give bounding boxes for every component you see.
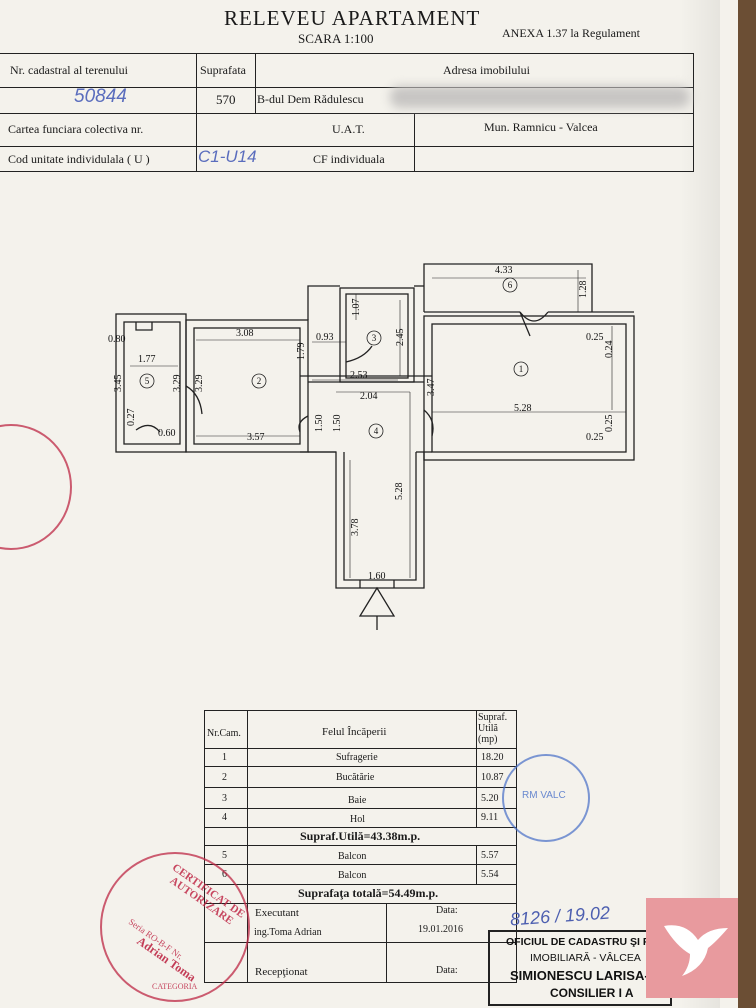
grand-total-area: Suprafaţa totală=54.49m.p.	[298, 886, 439, 900]
office-stamp-line1: OFICIUL DE CADASTRU ŞI PUB	[506, 936, 666, 948]
room-number-4: 4	[374, 426, 379, 436]
blue-stamp-text: RM VALC	[522, 790, 566, 801]
balcony5-area: 5.57	[481, 850, 499, 861]
dim-025a: 0.25	[586, 332, 604, 343]
document-page: RELEVEU APARTAMENT SCARA 1:100 ANEXA 1.3…	[0, 0, 738, 1008]
redacted-address	[390, 86, 690, 108]
uat-label: U.A.T.	[332, 122, 365, 136]
authorization-stamp: CERTIFICAT DE AUTORIZARE Seria RO-B-F Nr…	[100, 852, 250, 1002]
area-value: 570	[216, 92, 236, 107]
office-stamp-title: CONSILIER I A	[550, 986, 634, 1000]
row3-name: Baie	[348, 795, 367, 806]
area-label: Suprafata	[200, 63, 246, 77]
uat-value: Mun. Ramnicu - Valcea	[484, 120, 598, 134]
balcony6-area: 5.54	[481, 869, 499, 880]
dim-329a: 3.29	[172, 375, 183, 393]
room-number-2: 2	[257, 376, 262, 386]
dim-204: 2.04	[360, 391, 378, 402]
dim-150a: 1.50	[314, 415, 325, 433]
row1-nr: 1	[222, 752, 227, 763]
unit-code-label: Cod unitate individulala ( U )	[8, 152, 150, 166]
row4-area: 9.11	[481, 812, 499, 823]
blue-round-stamp: RM VALC	[502, 754, 590, 842]
row2-area: 10.87	[481, 772, 504, 783]
dim-179: 1.79	[296, 343, 307, 361]
balcony5-nr: 5	[222, 850, 227, 861]
room-number-5: 5	[145, 376, 150, 386]
cf-individual-label: CF individuala	[313, 152, 385, 166]
dim-025b: 0.25	[604, 415, 615, 433]
col-header-type: Felul Încăperii	[322, 726, 387, 738]
row2-name: Bucătărie	[336, 772, 375, 783]
document-title: RELEVEU APARTAMENT	[224, 6, 481, 30]
col-header-nr: Nr.Cam.	[207, 728, 241, 739]
annex-reference: ANEXA 1.37 la Regulament	[502, 26, 640, 40]
row4-nr: 4	[222, 812, 227, 823]
dim-177: 1.77	[138, 354, 156, 365]
room-number-3: 3	[372, 333, 377, 343]
collective-cf-label: Cartea funciara colectiva nr.	[8, 122, 144, 136]
auth-stamp-label: CERTIFICAT DE AUTORIZARE	[167, 861, 247, 928]
balcony5-name: Balcon	[338, 851, 367, 862]
dim-308: 3.08	[236, 328, 254, 339]
col-header-area: Supraf. Utilă (mp)	[478, 712, 508, 745]
dim-528b: 5.28	[394, 483, 405, 501]
dim-027: 0.27	[126, 409, 137, 427]
dim-107: 1.07	[351, 299, 362, 317]
dim-080: 0.80	[108, 334, 126, 345]
dim-347: 3.47	[426, 379, 437, 397]
row3-area: 5.20	[481, 793, 499, 804]
executant-date-label: Data:	[436, 905, 458, 916]
dim-025c: 0.25	[586, 432, 604, 443]
office-stamp-name: SIMIONESCU LARISA-	[510, 968, 649, 983]
document-scale: SCARA 1:100	[298, 31, 374, 46]
room-number-1: 1	[519, 364, 524, 374]
auth-stamp-category: CATEGORIA	[152, 982, 198, 991]
dim-093: 0.93	[316, 332, 334, 343]
dim-378: 3.78	[350, 519, 361, 537]
dim-024: 0.24	[604, 341, 615, 359]
office-stamp-line2: IMOBILIARĂ - VÂLCEA	[530, 952, 641, 964]
room-number-6: 6	[508, 280, 513, 290]
received-date-label: Data:	[436, 965, 458, 976]
unit-code-value: C1-U14	[198, 147, 257, 166]
dim-528a: 5.28	[514, 403, 532, 414]
bird-logo-icon	[664, 925, 728, 976]
dim-433: 4.33	[495, 265, 513, 276]
page-shade	[680, 0, 720, 1008]
row3-nr: 3	[222, 793, 227, 804]
row1-name: Sufragerie	[336, 752, 378, 763]
dim-160: 1.60	[368, 571, 386, 582]
balcony6-name: Balcon	[338, 870, 367, 881]
executant-name: ing.Toma Adrian	[254, 927, 322, 938]
dim-128: 1.28	[578, 281, 589, 299]
address-label: Adresa imobilului	[443, 63, 530, 77]
executant-label: Executant	[255, 907, 299, 919]
dim-357: 3.57	[247, 432, 265, 443]
office-stamp: OFICIUL DE CADASTRU ŞI PUB IMOBILIARĂ - …	[488, 930, 672, 1006]
dim-150b: 1.50	[332, 415, 343, 433]
cadastral-number-value: 50844	[74, 86, 127, 107]
usable-area-total: Supraf.Utilă=43.38m.p.	[300, 829, 421, 843]
floor-plan: 4.33 1.28 1.07 3.08 0.80 1.77 0.93 2.45 …	[0, 170, 738, 640]
cadastral-number-label: Nr. cadastral al terenului	[10, 63, 128, 77]
registration-number: 8126 / 19.02	[509, 902, 611, 930]
executant-date: 19.01.2016	[418, 924, 463, 935]
row2-nr: 2	[222, 772, 227, 783]
dim-345: 3.45	[113, 375, 124, 393]
dim-245: 2.45	[395, 329, 406, 347]
address-value: B-dul Dem Rădulescu	[257, 92, 364, 106]
row4-name: Hol	[350, 814, 365, 825]
row1-area: 18.20	[481, 752, 504, 763]
dim-253: 2.53	[350, 370, 368, 381]
watermark-logo	[646, 898, 738, 998]
received-label: Recepţionat	[255, 966, 308, 978]
dim-329b: 3.29	[194, 375, 205, 393]
dim-060: 0.60	[158, 428, 176, 439]
